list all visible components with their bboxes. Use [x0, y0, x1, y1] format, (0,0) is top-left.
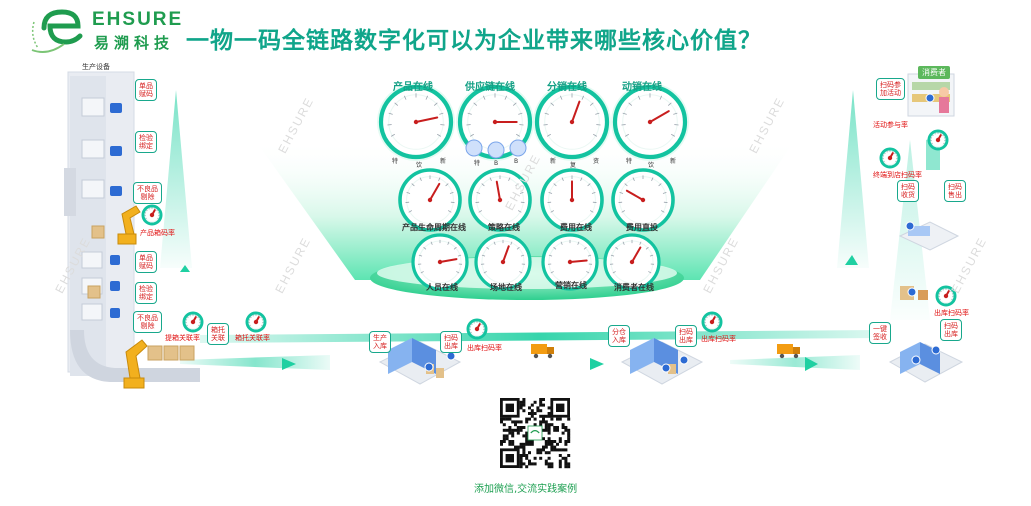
gauge-icon: [533, 83, 611, 161]
tag-scan-outbound: 扫码 出库: [440, 331, 462, 353]
qr-code-icon[interactable]: [498, 396, 572, 470]
truck-icon: [531, 344, 554, 359]
gauge-icon: [398, 168, 462, 232]
gauge-icon: [377, 83, 455, 161]
gauge-label: 策略在线: [488, 223, 520, 232]
rate-label: 出库扫码率: [934, 309, 969, 317]
qr-caption: 添加微信,交流实践案例: [474, 484, 578, 495]
lane-title: 分销在线: [547, 82, 587, 93]
tag-box-pallet: 箱托 关联: [207, 323, 229, 345]
rate-label: 出库扫码率: [701, 335, 736, 343]
lane-tick: 特: [474, 160, 481, 167]
tag-scan-sell: 扫码 售出: [944, 180, 966, 202]
lane-title: 动销在线: [622, 82, 662, 93]
gauge-icon: [935, 285, 957, 307]
lane-tick: 新: [670, 158, 677, 165]
lane-title: 产品在线: [393, 82, 433, 93]
gauge-label: 产品生命周期在线: [402, 223, 466, 232]
gauge-icon: [927, 129, 949, 151]
gauge-icon: [879, 147, 901, 169]
gauge-label: 费用直投: [626, 223, 658, 232]
tag-reject: 不良品 剔除: [133, 311, 162, 333]
gauge-icon: [411, 233, 469, 291]
tag-scan-receive: 扫码 收货: [897, 180, 919, 202]
gauge-icon: [603, 233, 661, 291]
gauge-icon: [468, 168, 532, 232]
tag-reject: 不良品 剔除: [133, 182, 162, 204]
tag-unit-coding: 单品 赋码: [135, 79, 157, 101]
logistics-flow-band: [200, 330, 880, 343]
lane-tick: 复: [570, 162, 577, 169]
gauge-icon: [474, 233, 532, 291]
rate-label: 产品箱码率: [140, 229, 175, 237]
tag-scan-outbound: 扫码 出库: [675, 325, 697, 347]
gauge-label: 消费者在线: [614, 283, 654, 292]
lane-tick: 特: [392, 158, 399, 165]
gauge-icon: [701, 311, 723, 333]
tag-join-activity: 扫码参 加活动: [876, 78, 905, 100]
consumer-badge: 消费者: [918, 66, 950, 79]
tag-unit-coding: 单品 赋码: [135, 251, 157, 273]
gauge-label: 场地在线: [490, 283, 522, 292]
lane-tick: 新: [550, 158, 557, 165]
factory-line-icon: [64, 71, 200, 382]
tag-inspect-bind: 检验 绑定: [135, 282, 157, 304]
rate-label: 提箱关联率: [165, 334, 200, 342]
rate-label: 箱托关联率: [235, 334, 270, 342]
gauge-icon: [245, 311, 267, 333]
tag-production-inbound: 生产 入库: [369, 331, 391, 353]
rate-gauges: [141, 129, 957, 340]
lane-tick: 特: [626, 158, 633, 165]
robot-arm-icon: [117, 205, 148, 389]
tag-inspect-bind: 检验 绑定: [135, 131, 157, 153]
lane-tick: 饮: [648, 162, 655, 169]
warehouse-icon: [620, 338, 704, 385]
gauge-label: 费用在线: [560, 223, 592, 232]
brand-name-cn: 易溯科技: [94, 34, 175, 52]
gauge-label: 营销在线: [555, 281, 587, 290]
brand-name-en: EHSURE: [92, 9, 184, 30]
rate-label: 出库扫码率: [467, 344, 502, 352]
equipment-label: 生产设备: [82, 63, 110, 71]
tag-scan-outbound: 扫码 出库: [940, 319, 962, 341]
page-title: 一物一码全链路数字化可以为企业带来哪些核心价值？: [186, 28, 762, 54]
gauge-icon: [611, 168, 675, 232]
gauge-icon: [466, 318, 488, 340]
lane-tick: B: [494, 160, 499, 167]
gauge-icon: [540, 168, 604, 232]
gauge-icon: [541, 233, 599, 291]
gauge-icon: [141, 204, 163, 226]
production-up-flow: [160, 90, 192, 268]
dashboard-gauges: [377, 83, 689, 291]
rate-label: 活动参与率: [873, 121, 908, 129]
gauge-icon: [611, 83, 689, 161]
lane-tick: 新: [440, 158, 447, 165]
ehsure-logo-icon: [31, 9, 83, 53]
lane-tick: B: [514, 158, 519, 165]
tag-branch-inbound: 分仓 入库: [608, 325, 630, 347]
truck-icon: [777, 344, 800, 359]
gauge-label: 人员在线: [426, 283, 458, 292]
gauge-icon: [182, 311, 204, 333]
lane-tick: 饮: [416, 162, 423, 169]
rate-label: 终端到店扫码率: [873, 171, 922, 179]
lane-tick: 资: [593, 158, 600, 165]
lane-title: 供应链在线: [465, 82, 515, 93]
tag-one-click-sign: 一键 签收: [869, 322, 891, 344]
